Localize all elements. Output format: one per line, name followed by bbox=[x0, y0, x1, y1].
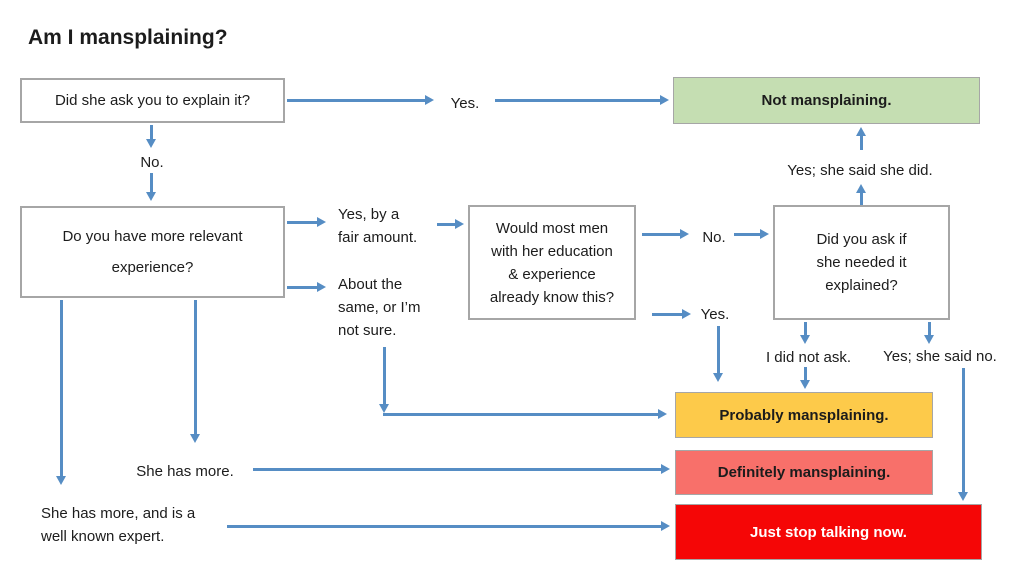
arrow-yes-to-notmansplaining bbox=[495, 99, 660, 102]
page-title: Am I mansplaining? bbox=[28, 26, 228, 49]
arrow-experience-to-expert bbox=[60, 300, 63, 477]
arrow-mostmen-to-yes bbox=[652, 313, 684, 316]
arrowhead-yes-to-notmansplaining bbox=[660, 95, 669, 105]
arrowhead-mostmen-to-yes bbox=[682, 309, 691, 319]
arrow-aboutsame-down bbox=[383, 347, 386, 405]
arrow-experience-to-aboutsame bbox=[287, 286, 319, 289]
arrow-mostmen-to-no bbox=[642, 233, 682, 236]
arrow-didyouask-to-didnotask bbox=[804, 322, 807, 336]
label-yes-mid: Yes. bbox=[700, 306, 730, 323]
arrow-yesfair-to-mostmen bbox=[437, 223, 457, 226]
arrowhead-experience-to-expert bbox=[56, 476, 66, 485]
question-box-more-experience: Do you have more relevant experience? bbox=[20, 206, 285, 298]
arrow-shehasmore-to-definitely bbox=[253, 468, 663, 471]
result-box-just-stop-talking: Just stop talking now. bbox=[675, 504, 982, 560]
arrow-saidno-to-juststop bbox=[962, 368, 965, 493]
arrow-expert-to-juststop bbox=[227, 525, 663, 528]
arrowhead-didyouask-to-shesaiddid bbox=[856, 184, 866, 193]
arrowhead-no-to-didyouask bbox=[760, 229, 769, 239]
arrowhead-yes-to-probably bbox=[713, 373, 723, 382]
arrowhead-shehasmore-to-definitely bbox=[661, 464, 670, 474]
arrow-askexplain-to-no bbox=[150, 125, 153, 140]
arrow-no-to-experience bbox=[150, 173, 153, 193]
label-yes-she-said-she-did: Yes; she said she did. bbox=[787, 162, 933, 179]
arrow-didyouask-to-shesaiddid bbox=[860, 193, 863, 205]
arrow-didnotask-to-probably bbox=[804, 367, 807, 381]
label-well-known-expert: She has more, and is a well known expert… bbox=[41, 505, 196, 545]
arrowhead-saidno-to-juststop bbox=[958, 492, 968, 501]
arrowhead-askexplain-to-yes bbox=[425, 95, 434, 105]
arrow-yes-to-probably bbox=[717, 326, 720, 374]
label-yes-she-said-no: Yes; she said no. bbox=[883, 348, 997, 365]
arrowhead-askexplain-to-no bbox=[146, 139, 156, 148]
arrowhead-expert-to-juststop bbox=[661, 521, 670, 531]
arrowhead-shesaiddid-to-notmansplaining bbox=[856, 127, 866, 136]
arrow-no-to-didyouask bbox=[734, 233, 762, 236]
arrowhead-didyouask-to-didnotask bbox=[800, 335, 810, 344]
arrowhead-experience-to-aboutsame bbox=[317, 282, 326, 292]
label-i-did-not-ask: I did not ask. bbox=[765, 349, 852, 366]
arrowhead-experience-to-shehasmore bbox=[190, 434, 200, 443]
question-box-ask-explain: Did she ask you to explain it? bbox=[20, 78, 285, 123]
arrow-askexplain-to-yes bbox=[287, 99, 427, 102]
arrow-shesaiddid-to-notmansplaining bbox=[860, 136, 863, 150]
label-no-mid: No. bbox=[702, 229, 726, 246]
arrowhead-yesfair-to-mostmen bbox=[455, 219, 464, 229]
result-box-probably-mansplaining: Probably mansplaining. bbox=[675, 392, 933, 438]
label-she-has-more: She has more. bbox=[136, 463, 234, 480]
arrow-experience-to-yesfair bbox=[287, 221, 319, 224]
arrowhead-mostmen-to-no bbox=[680, 229, 689, 239]
question-box-did-you-ask: Did you ask if she needed it explained? bbox=[773, 205, 950, 320]
arrowhead-aboutsame-to-probably bbox=[658, 409, 667, 419]
label-yes-by-fair-amount: Yes, by a fair amount. bbox=[338, 206, 418, 246]
arrowhead-aboutsame-corner bbox=[379, 404, 389, 413]
arrow-didyouask-to-saidno bbox=[928, 322, 931, 336]
label-yes-top: Yes. bbox=[450, 95, 480, 112]
result-box-not-mansplaining: Not mansplaining. bbox=[673, 77, 980, 124]
arrowhead-didnotask-to-probably bbox=[800, 380, 810, 389]
arrow-experience-to-shehasmore bbox=[194, 300, 197, 435]
label-no-top: No. bbox=[140, 154, 164, 171]
arrow-aboutsame-to-probably bbox=[383, 413, 660, 416]
question-box-most-men-know: Would most men with her education & expe… bbox=[468, 205, 636, 320]
result-box-definitely-mansplaining: Definitely mansplaining. bbox=[675, 450, 933, 495]
label-about-the-same: About the same, or I’m not sure. bbox=[338, 276, 421, 339]
arrowhead-no-to-experience bbox=[146, 192, 156, 201]
arrowhead-experience-to-yesfair bbox=[317, 217, 326, 227]
arrowhead-didyouask-to-saidno bbox=[924, 335, 934, 344]
